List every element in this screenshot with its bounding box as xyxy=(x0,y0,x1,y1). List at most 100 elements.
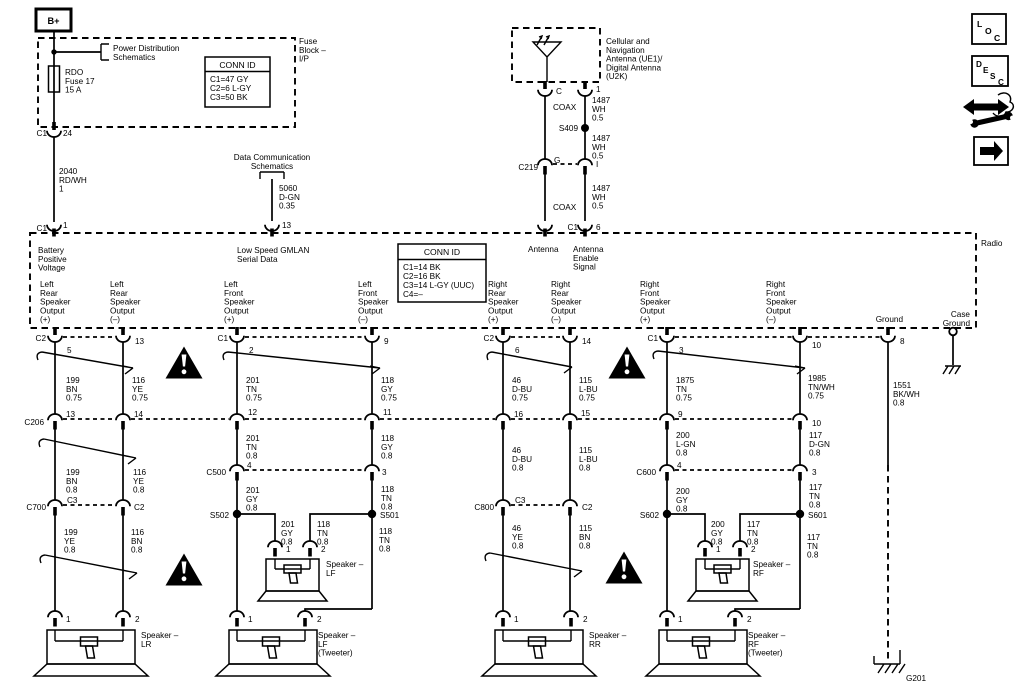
pin-9: 9 xyxy=(384,337,389,346)
conn-c2-right: C2 xyxy=(484,334,495,343)
c206-pin: 16 xyxy=(514,410,524,419)
twisted-pair-icon xyxy=(222,351,381,375)
connector-c700-label: C700 xyxy=(26,503,46,512)
reference-bracket-icon xyxy=(100,43,109,61)
c206-pin: 15 xyxy=(581,409,591,418)
connector-c219-label: C219 xyxy=(518,163,538,172)
reference-bracket-icon xyxy=(259,171,285,179)
c700-pin: C3 xyxy=(67,496,78,505)
fuse-symbol xyxy=(47,65,61,93)
c219-pin-i: I xyxy=(596,160,598,169)
pin-13: 13 xyxy=(135,337,145,346)
speaker-lf-tweeter-label: Speaker –LF(Tweeter) xyxy=(318,631,356,658)
speaker-rf-label: Speaker –RF xyxy=(753,560,791,578)
twisted-pair-icon xyxy=(36,351,134,375)
splice-s601-label: S601 xyxy=(808,511,828,520)
c800-pin: C2 xyxy=(582,503,593,512)
antenna-conn-c xyxy=(537,80,553,97)
desc-letter: S xyxy=(990,72,996,81)
c206-pin: 9 xyxy=(678,410,683,419)
antenna-icon xyxy=(531,34,563,82)
splice-s602-label: S602 xyxy=(640,511,660,520)
connector-c206-row: C206 13 14 12 11 16 15 9 10 xyxy=(24,408,822,431)
speaker-lf-label: Speaker –LF xyxy=(326,560,364,578)
radio-battery-connector xyxy=(46,223,62,238)
antenna-conn-1 xyxy=(577,80,593,97)
warning-triangle-icon xyxy=(608,346,646,379)
right-arrow-icon xyxy=(980,141,1003,161)
splice-s409-label: S409 xyxy=(559,124,579,133)
desc-button[interactable]: D E S C xyxy=(971,55,1009,87)
c206-pin: 12 xyxy=(248,408,258,417)
c206-pin: 13 xyxy=(66,410,76,419)
twisted-pair-icon xyxy=(39,554,138,580)
twisted-pair-icon xyxy=(652,350,806,375)
c600-pin: 3 xyxy=(812,468,817,477)
speaker-pin: 2 xyxy=(751,545,756,554)
antenna-pin-c: C xyxy=(556,87,562,96)
radio-gmlan-pin: 13 xyxy=(282,221,292,230)
speaker-pin: 1 xyxy=(514,615,519,624)
twisted-pair-icon xyxy=(486,351,573,374)
radio-name: Radio xyxy=(981,239,1003,248)
connector-c206-label: C206 xyxy=(24,418,44,427)
speaker-rr-symbol xyxy=(481,629,597,677)
c206-pin: 11 xyxy=(383,408,392,417)
conn-c1-left: C1 xyxy=(218,334,229,343)
pin-8: 8 xyxy=(900,337,905,346)
desc-letter: D xyxy=(976,60,982,69)
twisted-pair-icon xyxy=(484,552,583,578)
double-arrow-icon xyxy=(963,99,1009,115)
conn-c2-left: C2 xyxy=(36,334,47,343)
c206-pin: 10 xyxy=(812,419,822,428)
schematic-tools-button[interactable] xyxy=(963,92,1015,128)
c700-pin: C2 xyxy=(134,503,145,512)
speaker-pin: 2 xyxy=(321,545,326,554)
next-page-button[interactable] xyxy=(973,136,1009,166)
speaker-pin: 1 xyxy=(678,615,683,624)
pin-3: 3 xyxy=(679,346,684,355)
fuse-out-pin: 24 xyxy=(63,129,73,138)
connector-c800-label: C800 xyxy=(474,503,494,512)
speaker-lr-label: Speaker –LR xyxy=(141,631,179,649)
loc-button[interactable]: L O C xyxy=(971,13,1007,45)
speaker-rr-label: Speaker –RR xyxy=(589,631,627,649)
c219-pin-g: G xyxy=(554,156,560,165)
pin-14: 14 xyxy=(582,337,592,346)
loc-letter: O xyxy=(985,26,992,36)
splice-s501-label: S501 xyxy=(380,511,400,520)
speaker-pin: 2 xyxy=(317,615,322,624)
